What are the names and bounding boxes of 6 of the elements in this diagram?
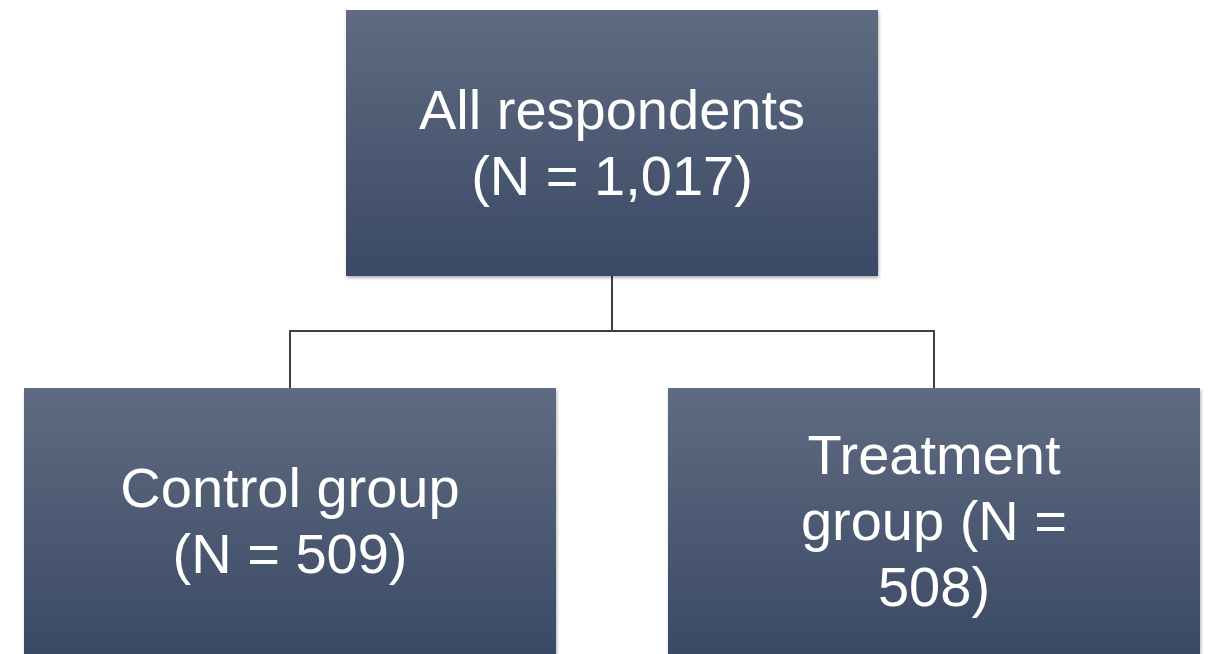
box-label: Treatment group (N = 508) — [799, 421, 1069, 621]
process-box — [24, 388, 556, 654]
box-label: All respondents (N = 1,017) — [418, 76, 806, 209]
box-label: Control group (N = 509) — [119, 454, 461, 587]
process-box — [346, 10, 878, 276]
process-box — [668, 388, 1200, 654]
